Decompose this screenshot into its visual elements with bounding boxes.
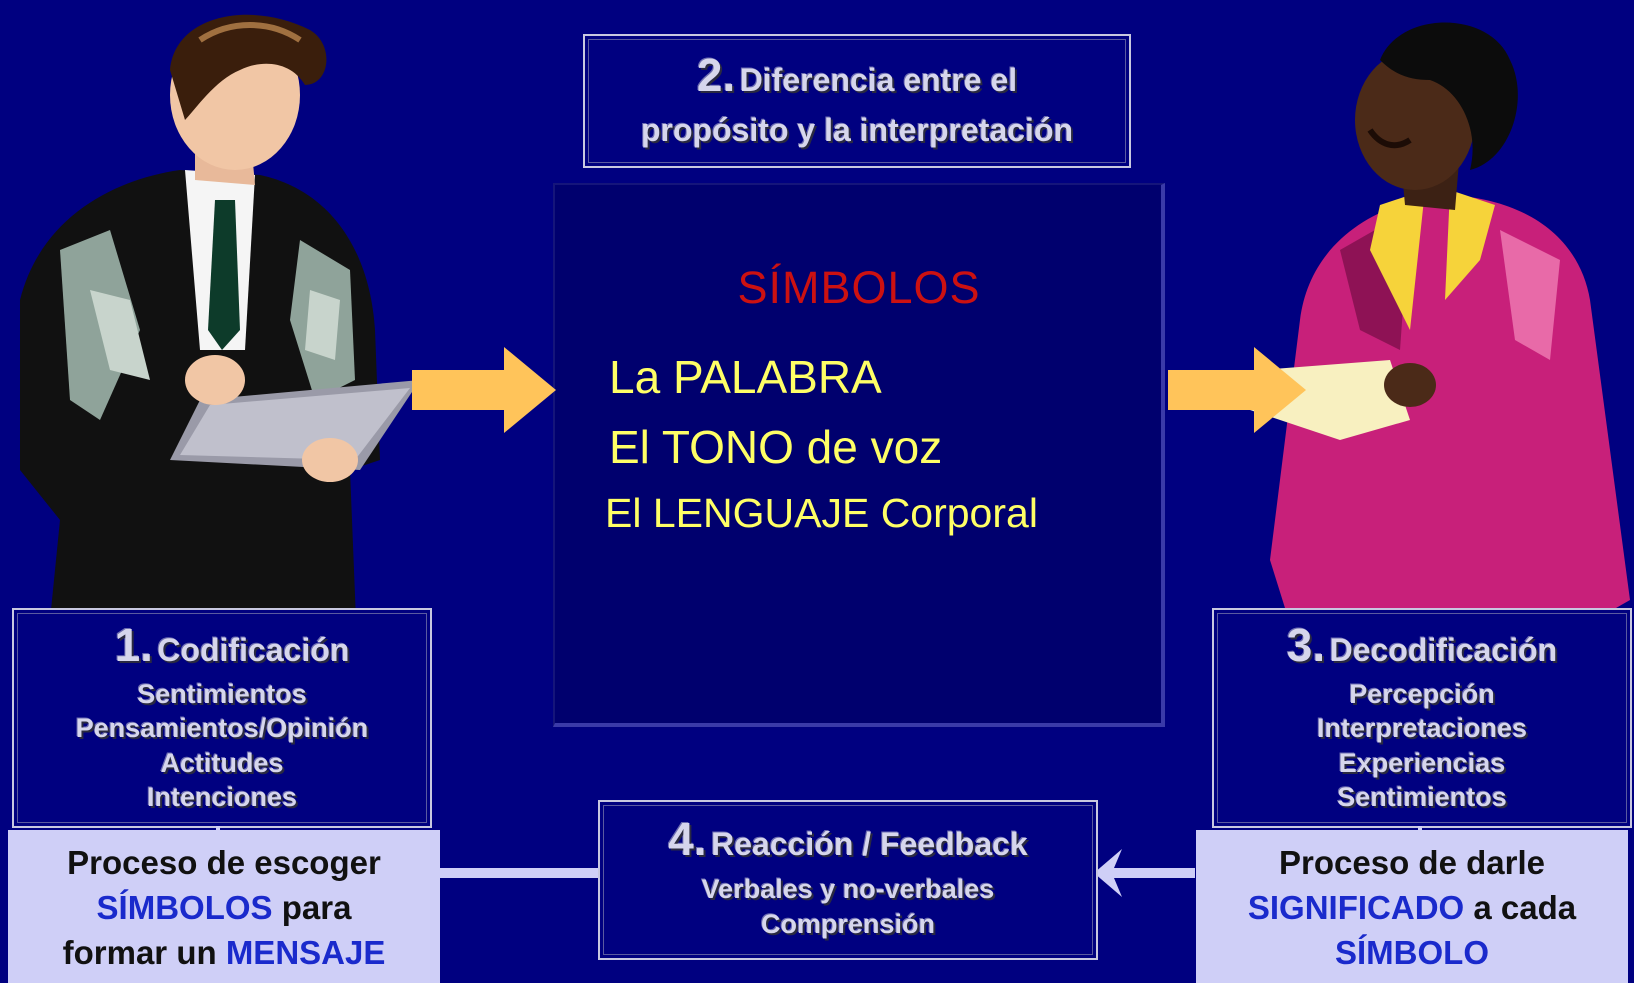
step3-title-text: Decodificación: [1329, 632, 1558, 668]
step1-item: Intenciones: [146, 782, 298, 812]
step3-item: Percepción: [1349, 679, 1495, 709]
step1-box: [12, 608, 432, 828]
note-encoding-process: Proceso de escoger SÍMBOLOS para formar …: [8, 830, 440, 983]
note-right-text: a cada: [1464, 889, 1577, 926]
step1-item: Pensamientos/Opinión: [75, 713, 369, 743]
symbols-title: SÍMBOLOS: [737, 262, 981, 313]
note-right-highlight-meaning: SIGNIFICADO: [1247, 889, 1465, 926]
step3-item: Experiencias: [1338, 748, 1506, 778]
feedback-line-right: [1135, 868, 1195, 878]
step4-title-text: Reacción / Feedback: [711, 826, 1028, 862]
note-left-text: formar un: [62, 934, 226, 971]
step1-item: Actitudes: [160, 748, 284, 778]
note-right-line2: SIGNIFICADO a cada: [1196, 885, 1628, 930]
step4-item: Comprensión: [760, 909, 935, 939]
feedback-line-left: [438, 868, 602, 878]
note-right-line1: Proceso de darle: [1279, 844, 1545, 881]
symbol-item-word: La PALABRA: [609, 351, 882, 403]
woman-with-paper-illustration: [1250, 22, 1630, 720]
symbols-panel: [553, 183, 1165, 727]
step2-title-line2: propósito y la interpretación: [640, 112, 1074, 148]
note-left-highlight-symbols: SÍMBOLOS: [96, 889, 273, 926]
step4-item: Verbales y no-verbales: [701, 874, 995, 904]
step1-title-text: Codificación: [157, 632, 350, 668]
note-left-text: para: [272, 889, 352, 926]
step4-title: 4. Reacción / Feedback: [598, 812, 1098, 866]
step3-title: 3. Decodificación: [1212, 618, 1632, 672]
right-arrow-icon: [1168, 370, 1256, 410]
step3-number: 3.: [1286, 619, 1326, 671]
step3-item: Interpretaciones: [1316, 713, 1528, 743]
step4-number: 4.: [668, 813, 707, 865]
step2-title: 2. Diferencia entre el: [583, 48, 1131, 102]
man-with-notebook-illustration: [20, 14, 420, 720]
note-right-highlight-symbol: SÍMBOLO: [1335, 934, 1489, 971]
step2-box: [583, 34, 1131, 168]
step4-box: [598, 800, 1098, 960]
step3-box: [1212, 608, 1632, 828]
symbol-item-body-language: El LENGUAJE Corporal: [605, 490, 1038, 536]
step3-item: Sentimientos: [1337, 782, 1507, 812]
right-arrow-head: [1254, 347, 1306, 433]
note-left-line3: formar un MENSAJE: [8, 930, 440, 975]
right-arrow-icon: [412, 370, 504, 410]
step1-item: Sentimientos: [137, 679, 307, 709]
right-arrow-head: [504, 347, 556, 433]
step1-number: 1.: [114, 619, 153, 671]
note-left-line2: SÍMBOLOS para: [8, 885, 440, 930]
left-arrow-icon: [1094, 849, 1150, 897]
step2-title-line1: Diferencia entre el: [739, 62, 1018, 98]
note-decoding-process: Proceso de darle SIGNIFICADO a cada SÍMB…: [1196, 830, 1628, 983]
step1-title: 1. Codificación: [12, 618, 452, 672]
step2-number: 2.: [696, 49, 736, 101]
note-left-line1: Proceso de escoger: [67, 844, 381, 881]
symbol-item-tone: El TONO de voz: [609, 421, 943, 473]
note-left-highlight-message: MENSAJE: [225, 934, 386, 971]
